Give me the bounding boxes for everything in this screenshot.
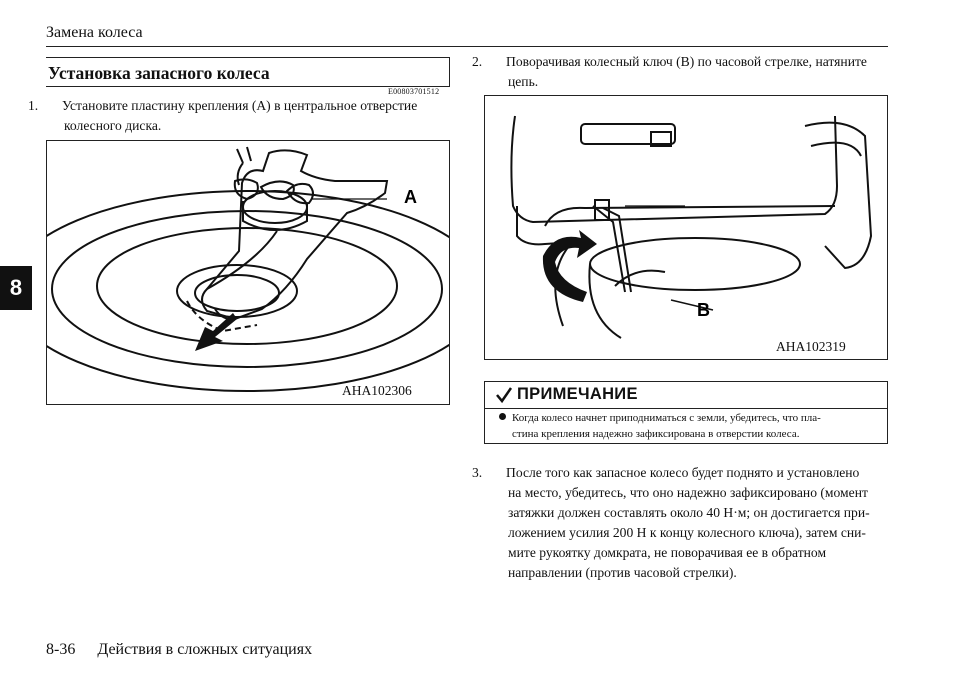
step-3-number: 3. — [472, 465, 483, 480]
label-a: A — [404, 187, 417, 207]
note-title: ПРИМЕЧАНИЕ — [517, 385, 638, 403]
figure-2-code: AHA102319 — [776, 339, 846, 354]
page-number: 8-36 — [46, 641, 76, 658]
step-3-line-5: мите рукоятку домкрата, не поворачивая е… — [508, 545, 827, 560]
wheel-wrench-illustration: B — [510, 115, 873, 339]
step-1: 1. Установите пластину крепления (A) в це… — [28, 96, 450, 136]
step-1-number: 1. — [28, 98, 39, 113]
figure-1-code: AHA102306 — [342, 383, 412, 398]
step-2-number: 2. — [472, 54, 483, 69]
note-line-2: стина крепления надежно зафиксирована в … — [512, 428, 800, 440]
step-2: 2. Поворачивая колесный ключ (B) по часов… — [472, 52, 888, 92]
running-header: Замена колеса — [46, 24, 143, 41]
direction-arrow-icon — [195, 313, 237, 351]
chapter-name: Действия в сложных ситуациях — [97, 641, 313, 658]
chapter-tab: 8 — [0, 266, 32, 310]
step-2-line-2: цепь. — [508, 74, 539, 89]
rotation-arrow-icon — [542, 230, 597, 302]
note-text: Когда колесо начнет приподниматься с зем… — [499, 410, 883, 442]
mounting-plate-illustration: A — [6, 146, 488, 392]
bullet-icon — [499, 413, 506, 420]
step-3: 3. После того как запасное колесо будет п… — [472, 463, 888, 583]
step-1-line-1: Установите пластину крепления (A) в цент… — [62, 98, 418, 113]
note-header: ПРИМЕЧАНИЕ — [485, 382, 887, 409]
figure-mounting-plate: A — [6, 140, 488, 405]
note-check-icon — [496, 387, 513, 404]
step-3-line-1: После того как запасное колесо будет под… — [506, 465, 860, 480]
step-2-line-1: Поворачивая колесный ключ (B) по часовой… — [506, 54, 867, 69]
step-3-line-3: затяжки должен составлять около 40 Н·м; … — [508, 505, 870, 520]
note-line-1: Когда колесо начнет приподниматься с зем… — [512, 412, 821, 424]
label-b: B — [697, 300, 710, 320]
step-1-line-2: колесного диска. — [64, 118, 162, 133]
header-rule — [46, 46, 888, 47]
section-code: E00803701512 — [388, 87, 440, 96]
step-3-line-4: ложением усилия 200 Н к концу колесного … — [508, 525, 866, 540]
step-3-line-6: направлении (против часовой стрелки). — [508, 565, 737, 580]
section-title: Установка запасного колеса — [46, 57, 450, 87]
note-box: ПРИМЕЧАНИЕ Когда колесо начнет приподним… — [484, 381, 888, 444]
page-footer: 8-36 Действия в сложных ситуациях — [46, 641, 312, 659]
figure-wheel-wrench: B — [484, 95, 888, 360]
step-3-line-2: на место, убедитесь, что оно надежно заф… — [508, 485, 868, 500]
